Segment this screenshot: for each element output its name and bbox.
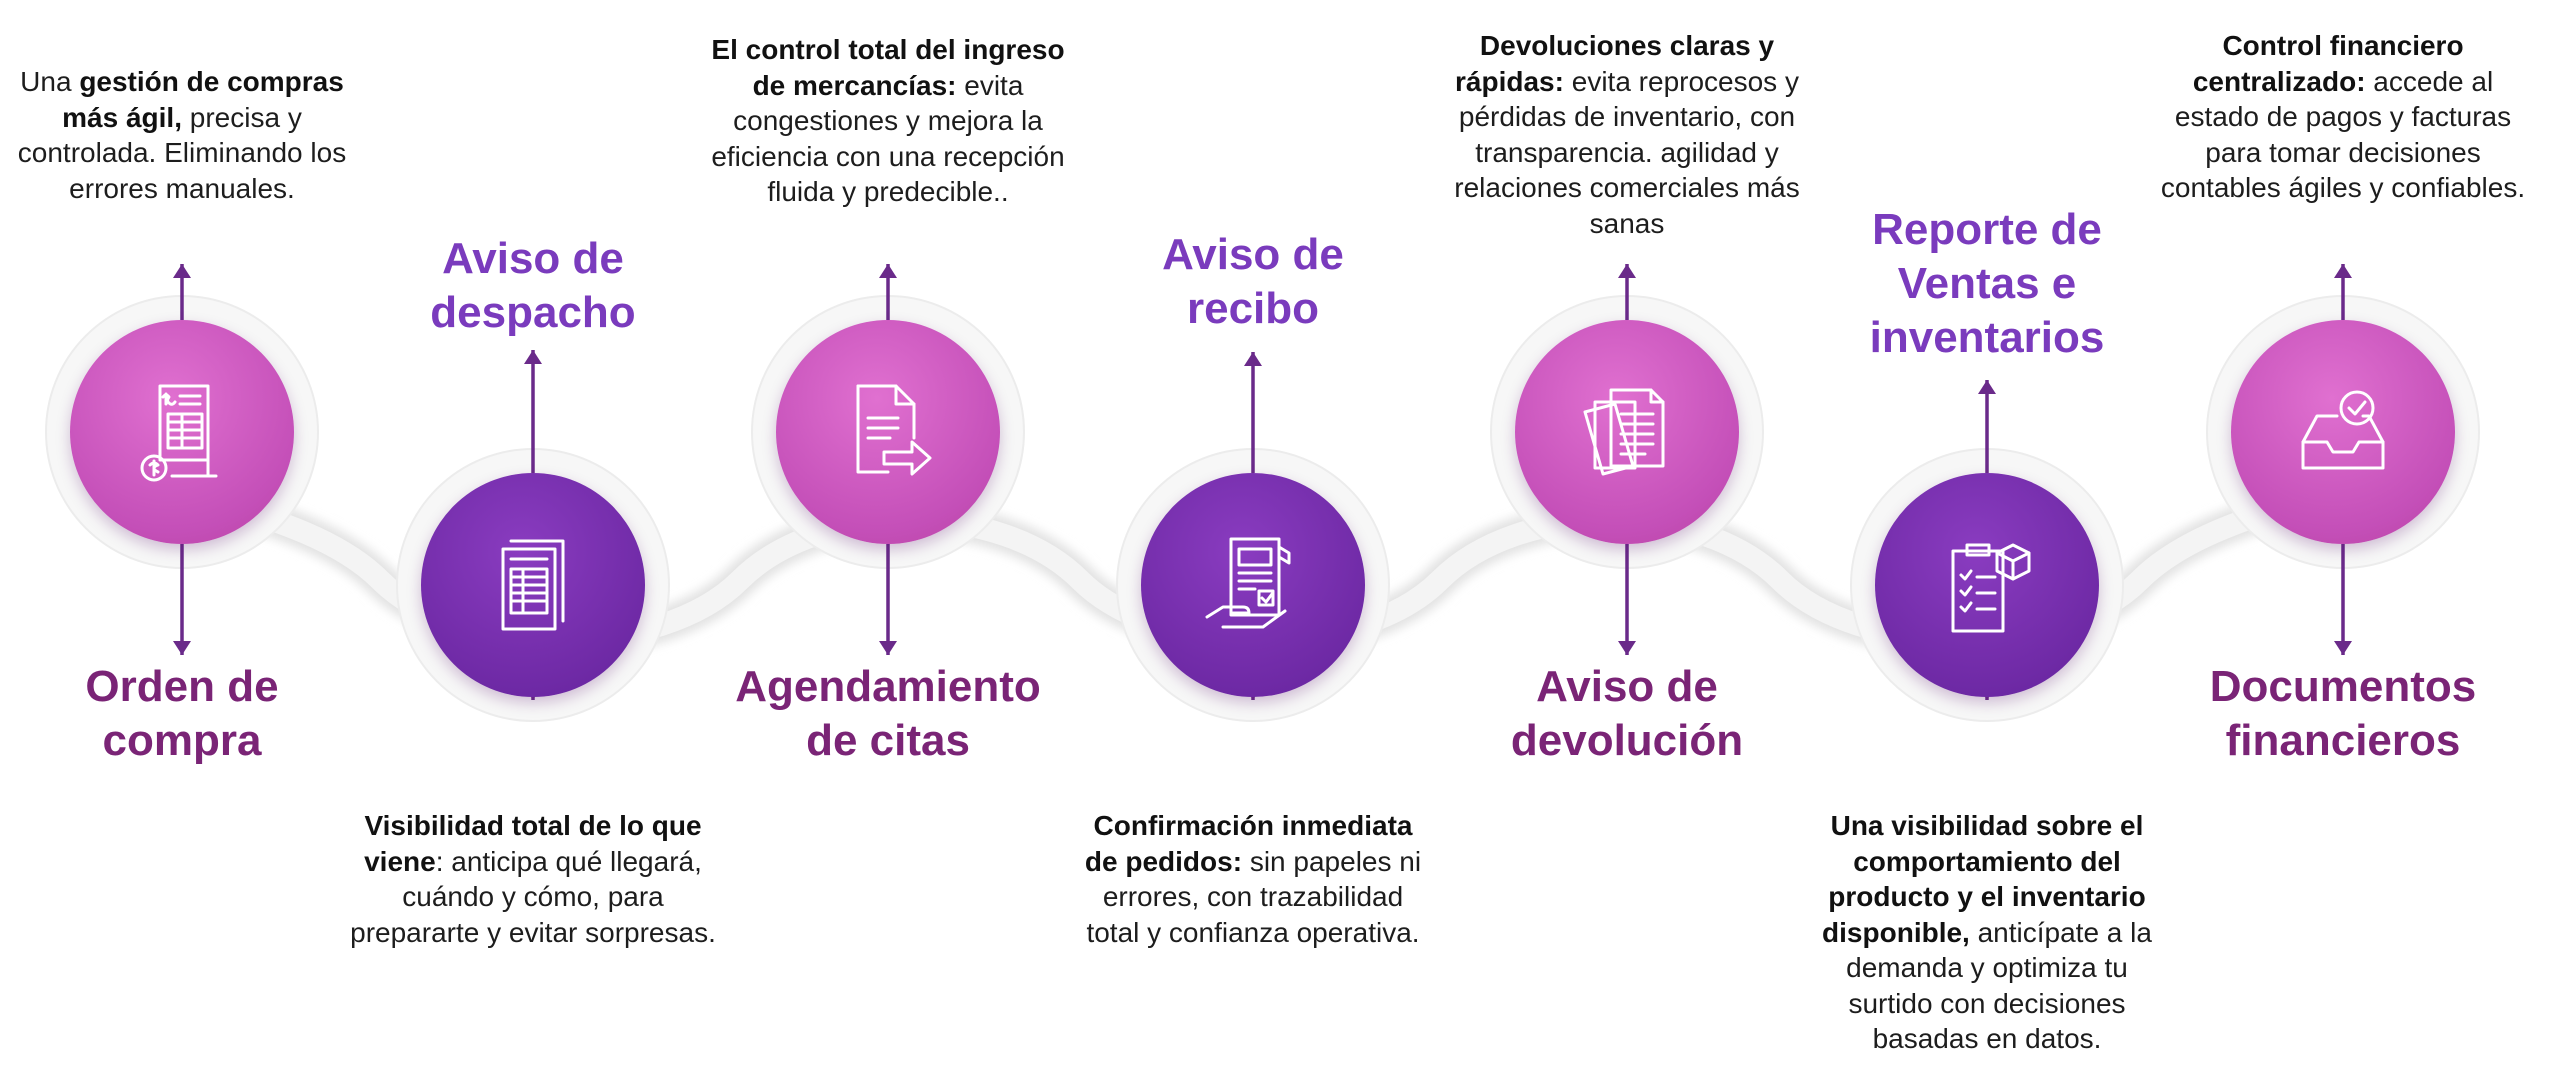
step-description-documentos-financieros: Control financiero centralizado: accede … <box>2160 30 2526 203</box>
step-description-aviso-de-devolucion: Devoluciones claras y rápidas: evita rep… <box>1454 30 1800 239</box>
step-title-reporte-de-ventas: Reporte de Ventas e inventarios <box>1869 205 2105 362</box>
step-title-aviso-de-despacho: Aviso de despacho <box>430 234 636 337</box>
step-title-documentos-financieros: Documentos financieros <box>2209 662 2477 765</box>
node-agendamiento-de-citas <box>776 320 1000 544</box>
step-description-agendamiento-de-citas: El control total del ingreso de mercancí… <box>711 34 1065 207</box>
arrow-up-connector <box>1244 352 1262 473</box>
step-description-orden-de-compra: Una gestión de compras más ágil, precisa… <box>17 66 347 204</box>
document-forward-icon <box>856 384 932 476</box>
arrow-down-connector <box>1618 544 1636 655</box>
node-orden-de-compra <box>70 320 294 544</box>
node-documentos-financieros <box>2231 320 2455 544</box>
arrow-down-connector <box>879 544 897 655</box>
arrow-up-connector <box>1618 264 1636 320</box>
purchase-order-icon <box>140 384 218 482</box>
node-aviso-de-recibo <box>1141 473 1365 697</box>
checklist-box-icon <box>1951 543 2031 633</box>
arrow-up-connector <box>1978 380 1996 473</box>
arrow-up-connector <box>879 264 897 320</box>
arrow-up-connector <box>173 264 191 320</box>
step-description-aviso-de-despacho: Visibilidad total de lo que viene: antic… <box>350 810 716 948</box>
receipt-confirmation-icon <box>1205 537 1291 629</box>
arrow-down-connector <box>173 544 191 655</box>
step-title-aviso-de-recibo: Aviso de recibo <box>1162 230 1344 333</box>
dispatch-document-icon <box>501 539 565 631</box>
step-description-aviso-de-recibo: Confirmación inmediata de pedidos: sin p… <box>1084 810 1422 948</box>
step-title-orden-de-compra: Orden de compra <box>85 662 279 765</box>
step-description-reporte-de-ventas: Una visibilidad sobre el comportamiento … <box>1822 810 2152 1054</box>
arrow-up-connector <box>524 350 542 473</box>
node-aviso-de-despacho <box>421 473 645 697</box>
stacked-documents-icon <box>1583 388 1665 476</box>
arrow-up-connector <box>2334 264 2352 320</box>
node-aviso-de-devolucion <box>1515 320 1739 544</box>
step-title-agendamiento-de-citas: Agendamiento de citas <box>735 662 1041 765</box>
step-title-aviso-de-devolucion: Aviso de devolución <box>1510 662 1744 765</box>
node-reporte-de-ventas <box>1875 473 2099 697</box>
arrow-down-connector <box>2334 544 2352 655</box>
inbox-check-icon <box>2301 390 2385 470</box>
